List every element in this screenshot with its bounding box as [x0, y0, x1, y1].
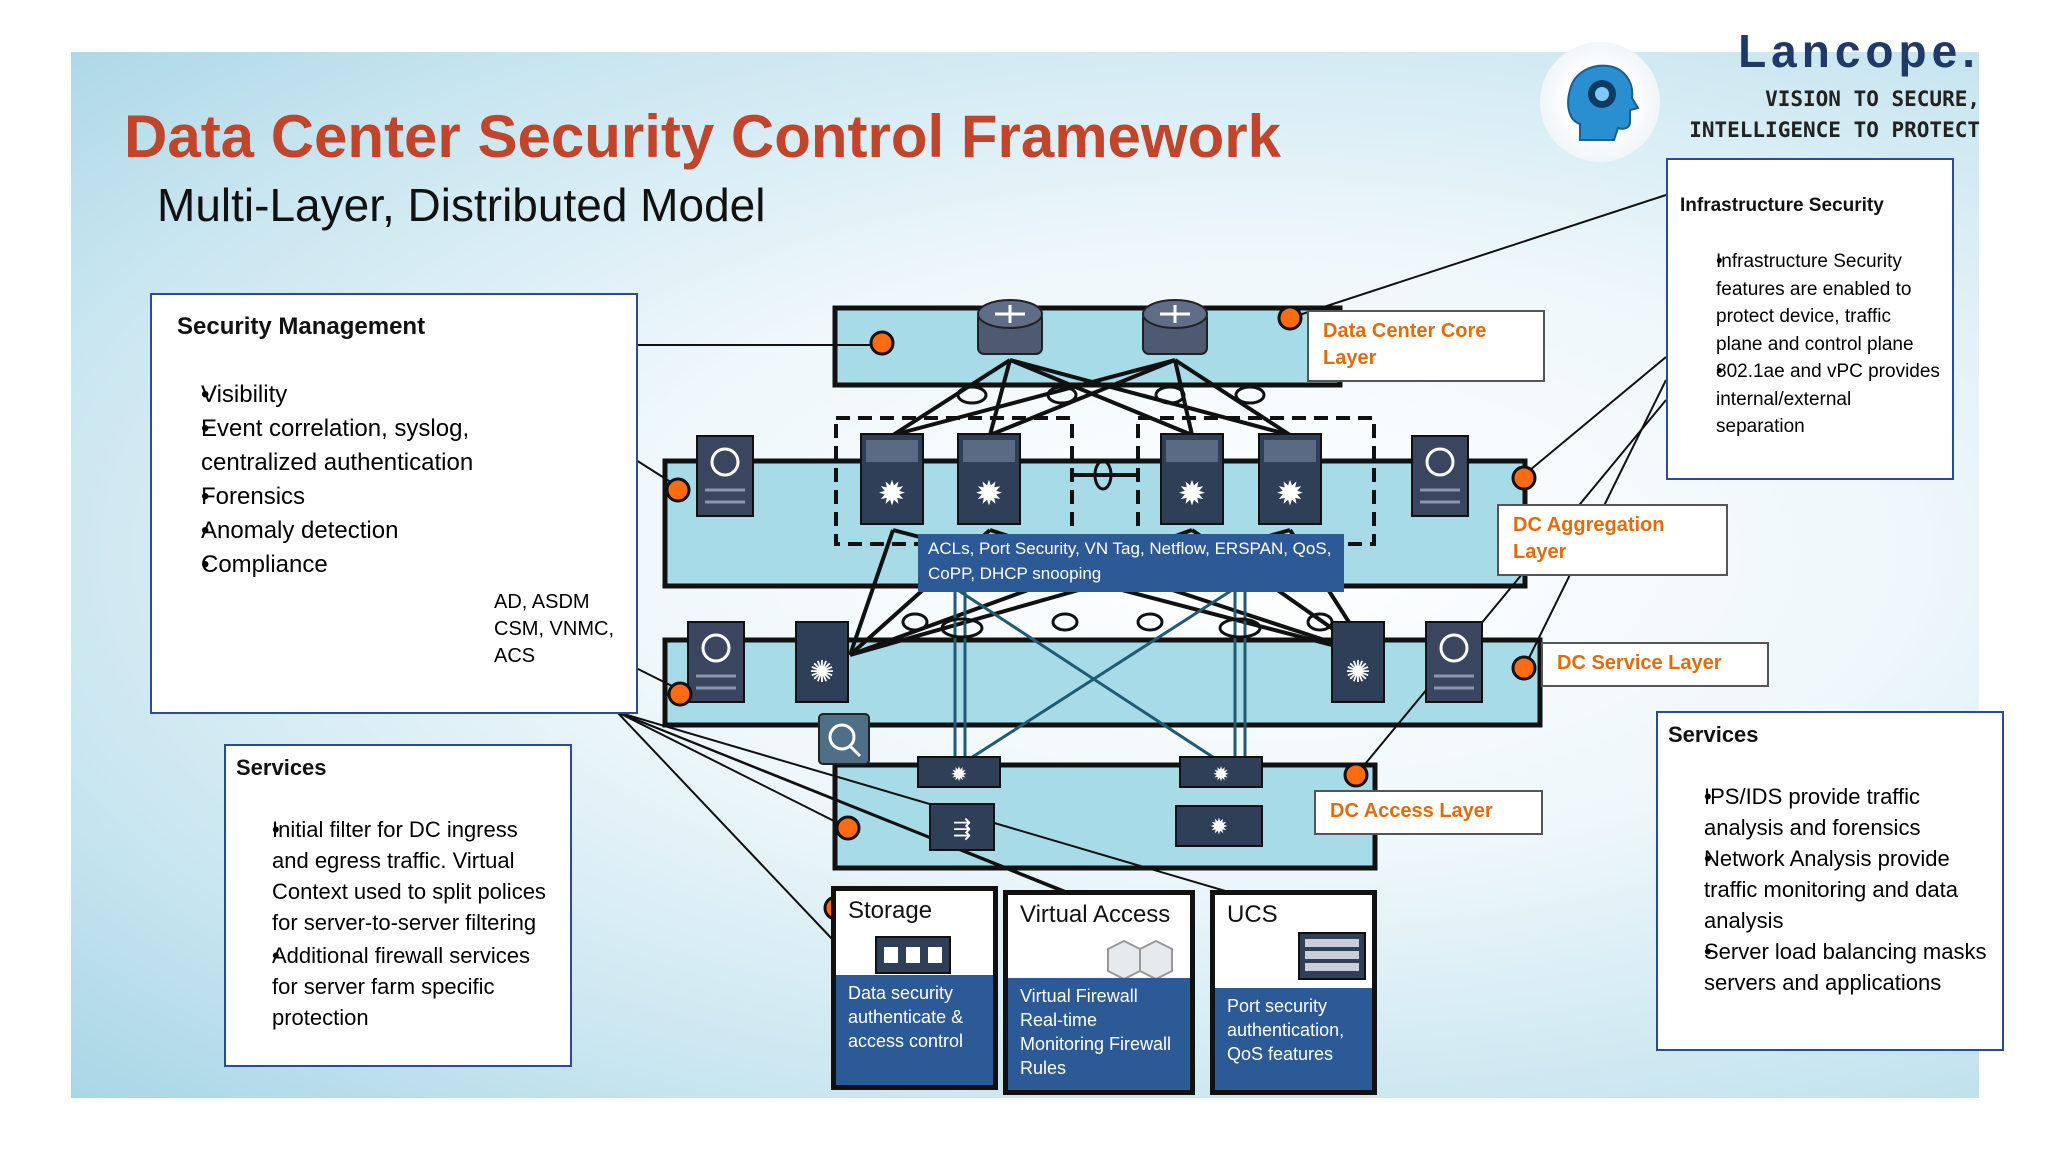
- head-logo-icon: [1540, 42, 1660, 162]
- list-item: Forensics: [179, 480, 539, 514]
- switch-icon: ✹: [1175, 805, 1263, 847]
- list-item: Event correlation, syslog, centralized a…: [179, 412, 539, 480]
- list-item: Additional firewall services for server …: [236, 940, 554, 1033]
- management-tools-label: AD, ASDM CSM, VNMC, ACS: [494, 589, 614, 670]
- switch-icon: ✹: [1179, 756, 1263, 788]
- svg-text:✹: ✹: [1178, 474, 1207, 514]
- services-right-list: IPS/IDS provide traffic analysis and for…: [1668, 781, 1994, 998]
- aggregation-features-callout: ACLs, Port Security, VN Tag, Netflow, ER…: [918, 534, 1344, 592]
- security-management-heading: Security Management: [177, 313, 426, 340]
- storage-icon: [874, 933, 952, 982]
- svg-text:✹: ✹: [1276, 474, 1305, 514]
- services-left-heading: Services: [236, 755, 327, 780]
- firewall-icon: [1425, 621, 1483, 703]
- aggregation-layer-label: DC Aggregation Layer: [1497, 504, 1728, 576]
- brand: Lancope. VISION TO SECURE, INTELLIGENCE …: [1689, 24, 1980, 146]
- ucs-chassis-icon: [1297, 931, 1367, 986]
- services-left-list: Initial filter for DC ingress and egress…: [236, 814, 554, 1033]
- list-item: Server load balancing masks servers and …: [1668, 936, 1994, 998]
- core-layer-label: Data Center Core Layer: [1307, 310, 1545, 382]
- firewall-icon: [687, 621, 745, 703]
- storage-box: Storage Data security authenticate & acc…: [831, 886, 998, 1090]
- list-item: Visibility: [179, 378, 539, 412]
- services-left-box: Services Initial filter for DC ingress a…: [224, 744, 572, 1067]
- management-tools-line: ACS: [494, 645, 536, 667]
- infrastructure-security-list: Infrastructure Security features are ena…: [1680, 248, 1942, 441]
- page-title: Data Center Security Control Framework: [124, 103, 1281, 170]
- core-layer-band: [832, 305, 1343, 388]
- list-item: Infrastructure Security features are ena…: [1680, 248, 1942, 358]
- storage-description: Data security authenticate & access cont…: [836, 975, 993, 1085]
- switch-icon: ✹: [957, 433, 1021, 525]
- svg-text:✹: ✹: [951, 762, 968, 786]
- service-layer-label: DC Service Layer: [1541, 642, 1769, 687]
- router-icon: [977, 299, 1043, 355]
- management-tools-line: AD, ASDM: [494, 591, 590, 613]
- firewall-icon: [1411, 435, 1469, 517]
- load-balancer-icon: ✺: [1331, 621, 1385, 703]
- infrastructure-security-heading: Infrastructure Security: [1680, 195, 1884, 216]
- page-subtitle: Multi-Layer, Distributed Model: [157, 179, 766, 231]
- switch-icon: ✹: [1160, 433, 1224, 525]
- list-item: Compliance: [179, 548, 539, 582]
- infrastructure-security-box: Infrastructure Security Infrastructure S…: [1666, 158, 1954, 480]
- ids-icon: [818, 713, 870, 765]
- ucs-description: Port security authentication, QoS featur…: [1215, 988, 1372, 1090]
- security-management-list: Visibility Event correlation, syslog, ce…: [179, 378, 539, 582]
- svg-text:✺: ✺: [1345, 655, 1370, 690]
- list-item: Anomaly detection: [179, 514, 539, 548]
- virtual-access-title: Virtual Access: [1020, 901, 1171, 928]
- virtual-access-box: Virtual Access Virtual Firewall Real-tim…: [1003, 890, 1195, 1095]
- switch-icon: ⇶: [929, 803, 995, 851]
- brand-tagline-1: VISION TO SECURE,: [1765, 87, 1980, 111]
- switch-icon: ✹: [860, 433, 924, 525]
- firewall-icon: [696, 435, 754, 517]
- svg-text:✺: ✺: [809, 655, 834, 690]
- brand-tagline-2: INTELLIGENCE TO PROTECT: [1689, 118, 1980, 142]
- svg-text:✹: ✹: [1213, 762, 1230, 786]
- access-layer-label: DC Access Layer: [1314, 790, 1543, 835]
- load-balancer-icon: ✺: [795, 621, 849, 703]
- management-tools-line: CSM, VNMC,: [494, 618, 614, 640]
- svg-text:✹: ✹: [878, 474, 907, 514]
- svg-text:✹: ✹: [975, 474, 1004, 514]
- virtual-access-description: Virtual Firewall Real-time Monitoring Fi…: [1008, 978, 1190, 1090]
- list-item: Network Analysis provide traffic monitor…: [1668, 843, 1994, 936]
- services-right-heading: Services: [1668, 722, 1759, 747]
- list-item: Initial filter for DC ingress and egress…: [236, 814, 554, 938]
- storage-title: Storage: [848, 897, 933, 924]
- list-item: 802.1ae and vPC provides internal/extern…: [1680, 358, 1942, 441]
- virtual-machine-icon: [1104, 939, 1174, 984]
- ucs-box: UCS Port security authentication, QoS fe…: [1210, 890, 1377, 1095]
- switch-icon: ✹: [917, 756, 1001, 788]
- security-management-box: Security Management Visibility Event cor…: [150, 293, 638, 714]
- router-icon: [1142, 299, 1208, 355]
- list-item: IPS/IDS provide traffic analysis and for…: [1668, 781, 1994, 843]
- switch-icon: ✹: [1258, 433, 1322, 525]
- brand-name: Lancope.: [1738, 25, 1980, 77]
- ucs-title: UCS: [1227, 901, 1278, 928]
- services-right-box: Services IPS/IDS provide traffic analysi…: [1656, 711, 2004, 1051]
- access-layer-band: [832, 762, 1378, 871]
- svg-text:✹: ✹: [1210, 815, 1228, 840]
- svg-text:⇶: ⇶: [953, 817, 971, 842]
